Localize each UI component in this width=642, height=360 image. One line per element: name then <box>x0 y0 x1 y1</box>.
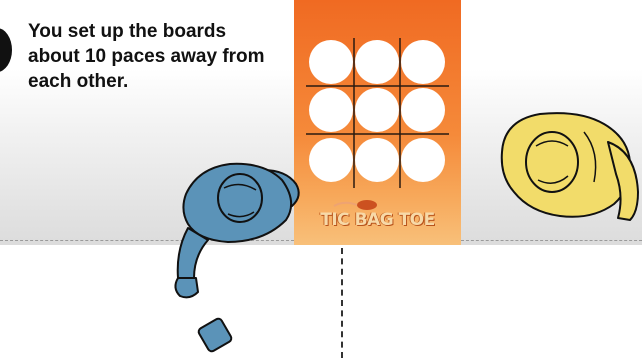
board-hole <box>309 88 353 132</box>
logo-bag-mark <box>357 200 377 210</box>
instruction-text: You set up the boards about 10 paces awa… <box>28 19 278 94</box>
yellow-player-icon <box>500 112 642 224</box>
center-line <box>341 248 343 358</box>
board-hole <box>355 40 399 84</box>
board-hole <box>355 138 399 182</box>
board-hole <box>309 40 353 84</box>
blue-player-icon <box>168 150 318 360</box>
board-hole <box>355 88 399 132</box>
board-hole <box>401 40 445 84</box>
board-hole <box>401 88 445 132</box>
board-logo: TIC BAG TOE <box>294 210 461 230</box>
board-grid <box>294 0 461 245</box>
floor-line-right <box>461 240 642 241</box>
board-hole <box>401 138 445 182</box>
tic-bag-toe-board: TIC BAG TOE <box>294 0 461 245</box>
